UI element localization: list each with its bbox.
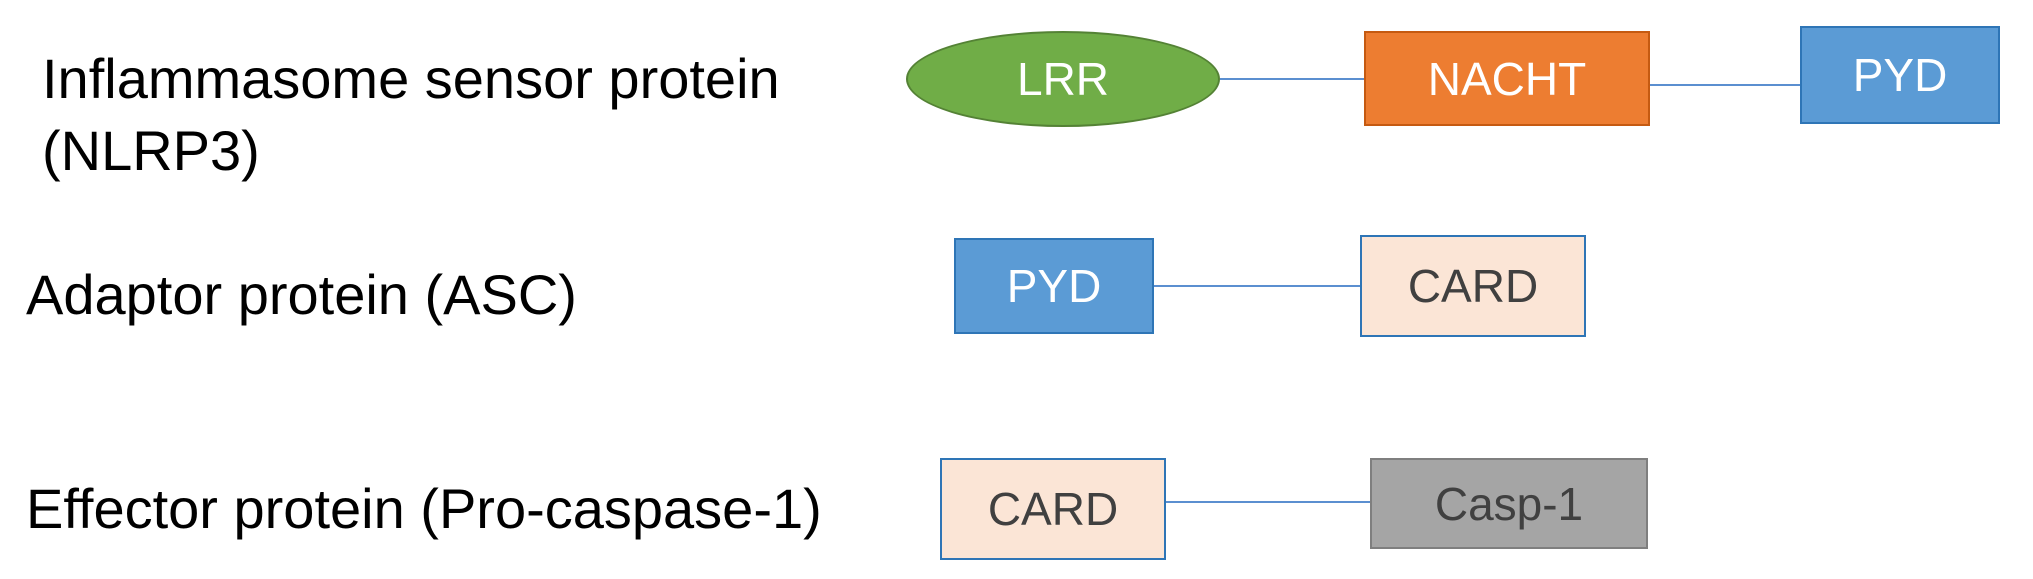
asc-pyd-domain: PYD — [954, 238, 1154, 334]
asc-label: Adaptor protein (ASC) — [26, 263, 577, 326]
nlrp3-pyd-domain: PYD — [1800, 26, 2000, 124]
nlrp3-label-line1: Inflammasome sensor protein — [42, 47, 780, 110]
nlrp3-lrr-domain: LRR — [906, 31, 1220, 127]
nlrp3-nacht-domain: NACHT — [1364, 31, 1650, 126]
nlrp3-connector-nacht-pyd — [1650, 84, 1800, 86]
nlrp3-connector-lrr-nacht — [1220, 78, 1370, 80]
asc-card-domain: CARD — [1360, 235, 1586, 337]
procaspase-label: Effector protein (Pro-caspase-1) — [26, 477, 822, 540]
procaspase-card-domain: CARD — [940, 458, 1166, 560]
asc-connector-pyd-card — [1154, 285, 1360, 287]
nlrp3-label-line2: (NLRP3) — [42, 119, 260, 182]
procaspase-connector-card-casp1 — [1166, 501, 1370, 503]
procaspase-casp1-domain: Casp-1 — [1370, 458, 1648, 549]
